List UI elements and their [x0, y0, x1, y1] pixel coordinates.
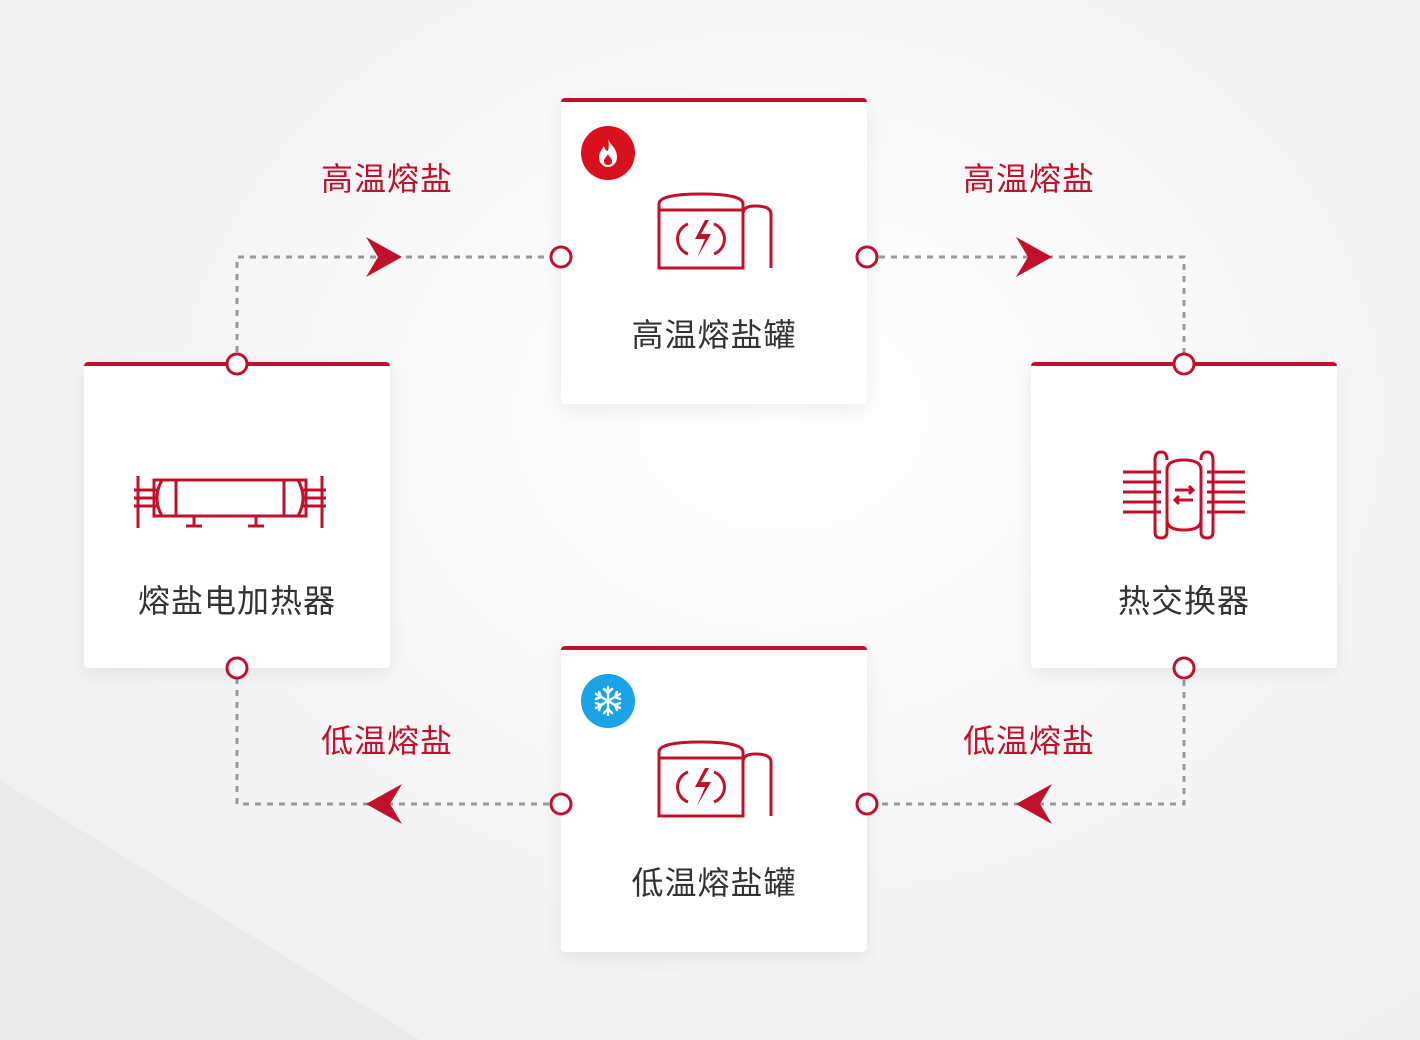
electric-heater-icon [134, 476, 326, 528]
snowflake-icon [581, 674, 635, 728]
storage-tank-icon [657, 740, 773, 818]
flow-label-hot-tank-to-exchanger: 高温熔盐 [962, 160, 1095, 198]
flame-icon [581, 126, 635, 180]
arrow-left-icon [1016, 784, 1052, 824]
connector-heater-to-hot-tank [235, 255, 561, 364]
cold-tank-card: 低温熔盐罐 [561, 646, 867, 952]
heater-card: 熔盐电加热器 [84, 362, 390, 668]
arrow-right-icon [366, 237, 402, 277]
flow-label-cold-tank-to-heater: 低温熔盐 [320, 722, 453, 760]
arrow-left-icon [366, 784, 402, 824]
connector-cold-tank-to-heater [235, 668, 561, 806]
heater-label: 熔盐电加热器 [137, 582, 336, 620]
hot-tank-label: 高温熔盐罐 [631, 316, 797, 354]
heat-exchanger-icon [1123, 450, 1245, 540]
flow-label-heater-to-hot-tank: 高温熔盐 [320, 160, 453, 198]
connector-exchanger-to-cold-tank [867, 668, 1186, 806]
exchanger-label: 热交换器 [1117, 582, 1250, 620]
connector-hot-tank-to-exchanger [867, 255, 1186, 364]
storage-tank-icon [657, 192, 773, 270]
arrow-right-icon [1016, 237, 1052, 277]
hot-tank-card: 高温熔盐罐 [561, 98, 867, 404]
exchanger-card: 热交换器 [1031, 362, 1337, 668]
cold-tank-label: 低温熔盐罐 [631, 864, 797, 902]
flow-label-exchanger-to-cold-tank: 低温熔盐 [962, 722, 1095, 760]
